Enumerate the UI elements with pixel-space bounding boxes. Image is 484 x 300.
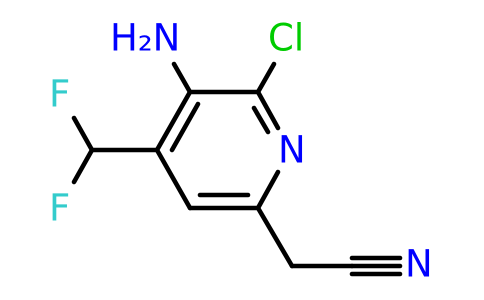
bond-n1-c6 <box>255 169 281 211</box>
bond-c2-n1-inner <box>251 105 271 135</box>
atom-label-chloro: Cl <box>268 17 304 60</box>
bond-chf2-f-top <box>71 115 95 153</box>
atom-label-fluoro-bottom: F <box>49 187 70 230</box>
atom-label-ring-nitrogen: N <box>278 129 306 172</box>
bond-c2-n1 <box>255 89 281 131</box>
bond-c2-chloro <box>255 61 277 95</box>
bond-c4-c3-inner <box>169 101 201 153</box>
bond-c3-amino <box>171 61 193 95</box>
atom-label-nitrile-nitrogen: N <box>405 243 433 286</box>
atom-label-amino: H₂N <box>110 17 180 60</box>
bond-c5-c4 <box>154 147 193 211</box>
atom-label-fluoro-top: F <box>49 73 70 116</box>
bond-chf2-f-bottom <box>71 147 95 185</box>
bond-c4-c3 <box>154 89 193 153</box>
bond-c6-ch2 <box>255 205 295 269</box>
